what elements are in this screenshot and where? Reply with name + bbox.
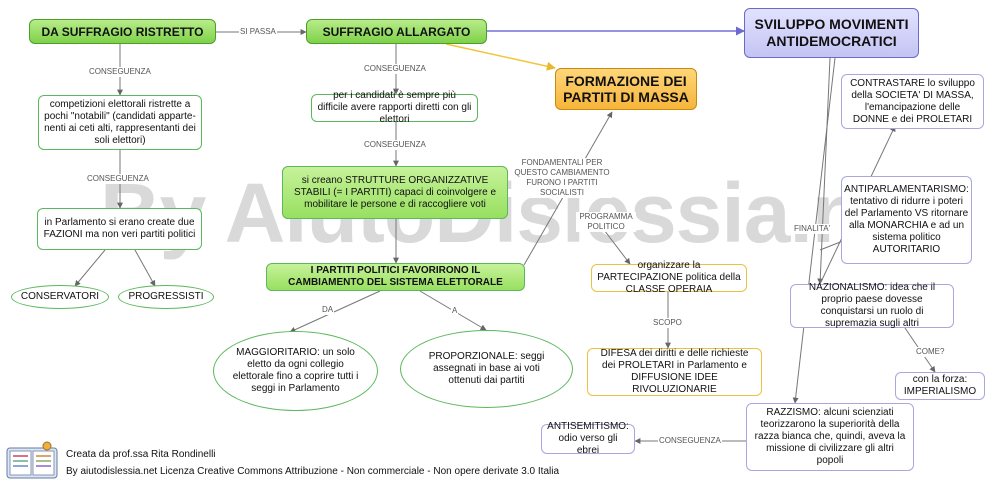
label-conseguenza-2: CONSEGUENZA [363, 64, 427, 74]
node-suffragio-allargato: SUFFRAGIO ALLARGATO [306, 19, 487, 44]
node-formazione-partiti: FORMAZIONE DEI PARTITI DI MASSA [555, 68, 697, 110]
node-rapporti-elettori: per i candidati è sempre più difficile a… [311, 90, 478, 125]
label-si-passa: SI PASSA [239, 27, 277, 37]
label-conseguenza-5: CONSEGUENZA [658, 436, 722, 446]
node-antisemitismo: ANTISEMITISMO: odio verso gli ebrei [541, 421, 635, 456]
node-difesa: DIFESA dei diritti e delle richieste dei… [587, 348, 762, 396]
node-antiparlamentarismo: ANTIPARLAMENTARISMO: tentativo di ridurr… [841, 176, 972, 264]
footer-license: By aiutodislessia.net Licenza Creative C… [66, 466, 560, 477]
node-conservatori: CONSERVATORI [11, 285, 109, 309]
label-fondamentali: FONDAMENTALI PER QUESTO CAMBIAMENTO FURO… [512, 158, 612, 198]
label-come: COME? [915, 347, 946, 357]
node-maggioritario: MAGGIORITARIO: un solo eletto da ogni co… [213, 331, 378, 411]
label-scopo: SCOPO [652, 318, 683, 328]
node-strutture: si creano STRUTTURE ORGANIZZATIVE STABIL… [282, 166, 508, 219]
node-movimenti-antidemocratici: SVILUPPO MOVIMENTI ANTIDEMOCRATICI [744, 8, 919, 58]
label-programma: PROGRAMMA POLITICO [576, 212, 636, 232]
node-progressisti: PROGRESSISTI [118, 285, 214, 309]
node-partecipazione: organizzare la PARTECIPAZIONE politica d… [591, 260, 747, 295]
node-proporzionale: PROPORZIONALE: seggi assegnati in base a… [400, 330, 573, 408]
footer-author: Creata da prof.ssa Rita Rondinelli [66, 449, 216, 460]
label-a: A [451, 306, 459, 316]
label-finalita: FINALITA' [793, 224, 832, 234]
node-suffragio-ristretto: DA SUFFRAGIO RISTRETTO [29, 19, 216, 44]
node-partiti-favorirono: I PARTITI POLITICI FAVORIRONO IL CAMBIAM… [266, 263, 525, 291]
label-da: DA [321, 305, 335, 315]
label-conseguenza-3: CONSEGUENZA [363, 140, 427, 150]
label-conseguenza-4: CONSEGUENZA [86, 174, 150, 184]
node-contrastare: CONTRASTARE lo sviluppo della SOCIETA' D… [841, 74, 984, 129]
node-razzismo: RAZZISMO: alcuni scienziati teorizzarono… [746, 403, 914, 471]
node-fazioni: in Parlamento si erano create due FAZION… [37, 208, 202, 250]
node-competizioni: competizioni elettorali ristrette a poch… [38, 95, 202, 150]
book-logo-icon [6, 441, 58, 479]
label-conseguenza-1: CONSEGUENZA [88, 67, 152, 77]
node-imperialismo: con la forza: IMPERIALISMO [895, 372, 985, 400]
node-nazionalismo: NAZIONALISMO: idea che il proprio paese … [790, 282, 954, 329]
